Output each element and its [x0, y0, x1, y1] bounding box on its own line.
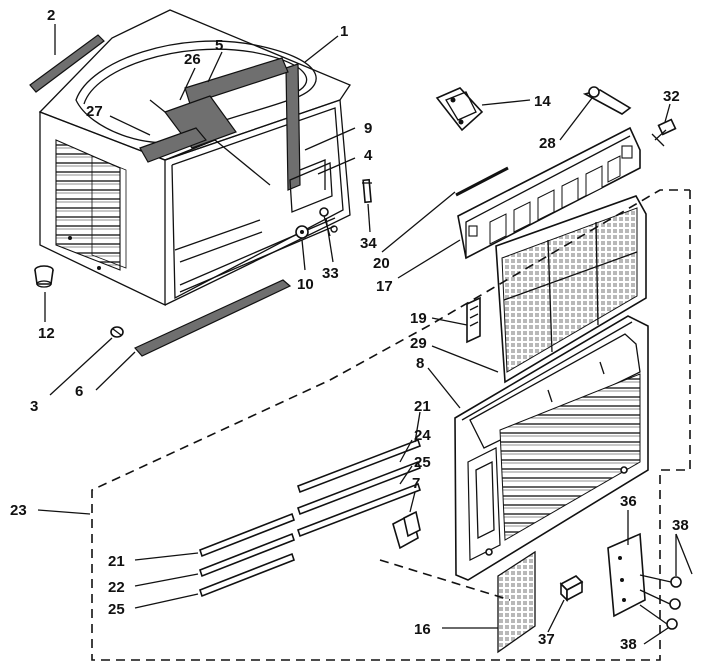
- front-panel-part: [454, 315, 649, 581]
- callout-23: 23: [10, 502, 27, 519]
- callout-7: 7: [412, 475, 420, 492]
- long-screw-part: [455, 166, 509, 197]
- callout-10: 10: [297, 276, 314, 293]
- callout-14: 14: [534, 93, 551, 110]
- filter-part: [495, 195, 647, 384]
- plate-part: [607, 532, 646, 618]
- screw-part: [110, 326, 124, 338]
- clip-part: [582, 86, 632, 115]
- callout-16: 16: [414, 621, 431, 638]
- callout-38-bottom: 38: [620, 636, 637, 653]
- gasket-strip-part: [29, 34, 105, 93]
- side-grille-part: [497, 550, 536, 654]
- callout-27: 27: [86, 103, 103, 120]
- callout-2: 2: [47, 7, 55, 24]
- callout-8: 8: [416, 355, 424, 372]
- callout-38-top: 38: [672, 517, 689, 534]
- callout-17: 17: [376, 278, 393, 295]
- callout-22: 22: [108, 579, 125, 596]
- screws-38-part: [639, 574, 682, 630]
- callout-5: 5: [215, 37, 223, 54]
- knob-part: [651, 118, 677, 147]
- foot-part: [34, 265, 54, 288]
- callout-33: 33: [322, 265, 339, 282]
- assembly-outline: [91, 189, 691, 661]
- callout-24: 24: [414, 427, 431, 444]
- callout-29: 29: [410, 335, 427, 352]
- callout-20: 20: [373, 255, 390, 272]
- bracket-7-part: [392, 510, 421, 550]
- bottom-rail-part: [134, 279, 292, 357]
- callout-32: 32: [663, 88, 680, 105]
- callout-36: 36: [620, 493, 637, 510]
- callout-9: 9: [364, 120, 372, 137]
- callout-1: 1: [340, 23, 348, 40]
- block-part: [559, 575, 584, 602]
- filter-slide-part: [466, 296, 481, 344]
- callout-37: 37: [538, 631, 555, 648]
- callout-6: 6: [75, 383, 83, 400]
- leader-lines: [37, 24, 693, 645]
- hardware-parts: [295, 178, 372, 239]
- callout-3: 3: [30, 398, 38, 415]
- cabinet-part: [38, 9, 351, 307]
- bracket-part: [435, 87, 484, 132]
- callout-21-left: 21: [108, 553, 125, 570]
- control-bracket-part: [457, 126, 641, 260]
- callout-21-top: 21: [414, 398, 431, 415]
- rails-group: [199, 438, 422, 598]
- callout-28: 28: [539, 135, 556, 152]
- callout-34: 34: [360, 235, 377, 252]
- callout-12: 12: [38, 325, 55, 342]
- callout-26: 26: [184, 51, 201, 68]
- callout-25-left: 25: [108, 601, 125, 618]
- callout-4: 4: [364, 147, 373, 164]
- callout-19: 19: [410, 310, 427, 327]
- callout-25-top: 25: [414, 454, 431, 471]
- callout-labels: 1 2 3 4 5 6 7 8 9 10 12 14 16 17 19 20 2…: [10, 7, 689, 653]
